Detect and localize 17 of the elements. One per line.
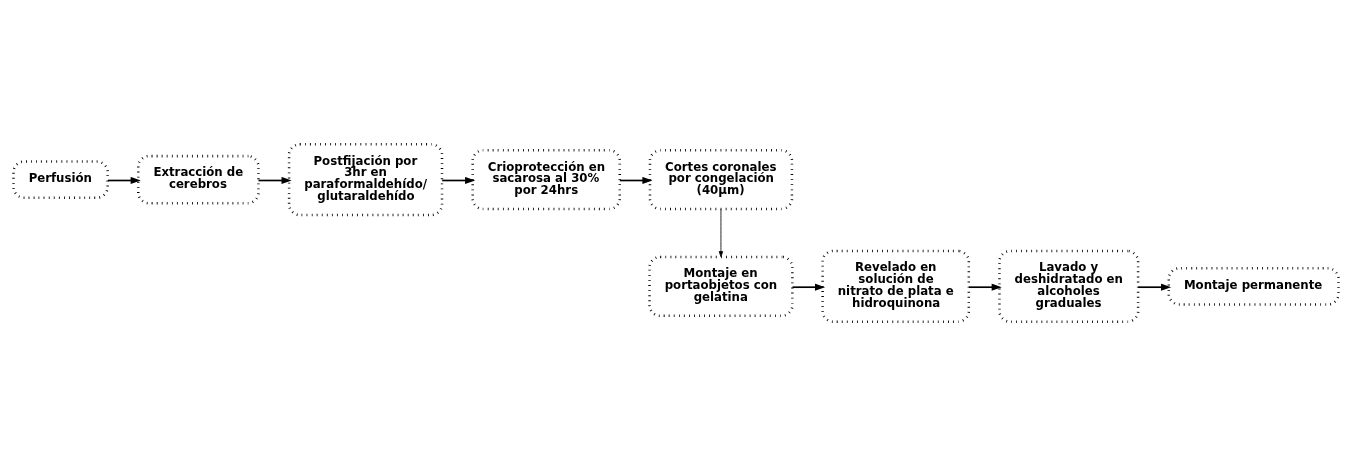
node-box: Cortes coronales por congelación (40µm) bbox=[648, 149, 794, 211]
arrow bbox=[107, 176, 141, 185]
arrow bbox=[968, 283, 1002, 291]
node-box: Extracción de cerebros bbox=[137, 154, 260, 205]
arrow bbox=[441, 176, 476, 185]
node-box: Postfijación por 3hr en paraformaldehído/ glutaraldehído bbox=[287, 143, 444, 217]
arrow bbox=[718, 208, 724, 258]
node-box: Crioprotección en sacarosa al 30% por 24hrs bbox=[471, 149, 621, 211]
node-box: Lavado y deshidratado en alcoholes graduales bbox=[998, 249, 1140, 323]
node-box: Montaje permanente bbox=[1167, 267, 1340, 306]
arrow bbox=[1137, 283, 1172, 291]
node-box: Revelado en solución de nitrato de plata e hidroquinona bbox=[821, 249, 971, 323]
node-box: Montaje en portaobjetos con gelatina bbox=[648, 255, 794, 317]
arrow bbox=[618, 176, 653, 185]
arrow bbox=[791, 283, 826, 291]
arrow bbox=[257, 176, 292, 185]
node-box: Perfusión bbox=[12, 160, 109, 199]
